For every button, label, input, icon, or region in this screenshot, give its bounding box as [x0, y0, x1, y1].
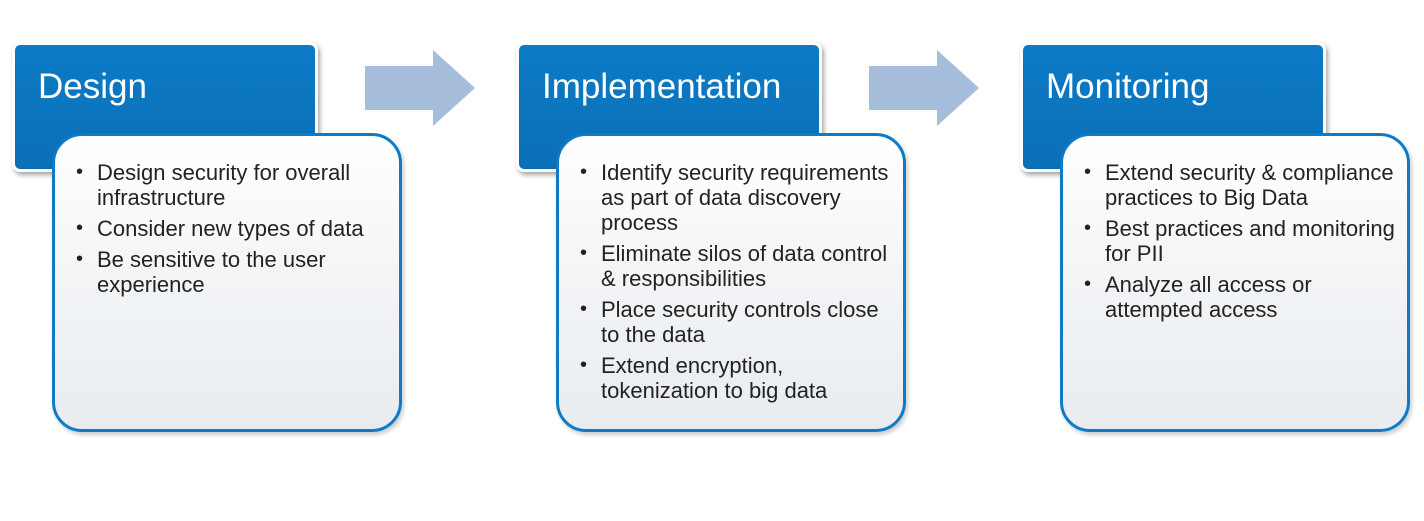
- bullet-text: Be sensitive to the user experience: [97, 247, 326, 297]
- bullet-list: • Identify security requirements as part…: [579, 160, 901, 409]
- right-arrow-icon: [365, 50, 475, 126]
- stage-design: Design • Design security for overall inf…: [12, 0, 412, 440]
- bullet-item: • Analyze all access or attempted access: [1083, 272, 1405, 322]
- stage-content-box: • Identify security requirements as part…: [556, 133, 906, 432]
- stage-content-box: • Extend security & compliance practices…: [1060, 133, 1410, 432]
- stage-title: Implementation: [542, 67, 782, 106]
- stage-content-box: • Design security for overall infrastruc…: [52, 133, 402, 432]
- stage-implementation: Implementation • Identify security requi…: [516, 0, 916, 440]
- bullet-dot-icon: •: [580, 161, 588, 183]
- bullet-item: • Consider new types of data: [75, 216, 397, 241]
- stage-title: Monitoring: [1046, 67, 1210, 106]
- bullet-item: • Design security for overall infrastruc…: [75, 160, 397, 210]
- bullet-dot-icon: •: [1084, 161, 1092, 183]
- right-arrow-icon: [869, 50, 979, 126]
- bullet-text: Extend encryption, tokenization to big d…: [601, 353, 828, 403]
- bullet-item: • Eliminate silos of data control & resp…: [579, 241, 901, 291]
- bullet-text: Consider new types of data: [97, 216, 364, 241]
- bullet-text: Design security for overall infrastructu…: [97, 160, 351, 210]
- bullet-text: Analyze all access or attempted access: [1105, 272, 1312, 322]
- bullet-dot-icon: •: [76, 217, 84, 239]
- bullet-item: • Identify security requirements as part…: [579, 160, 901, 235]
- bullet-text: Identify security requirements as part o…: [601, 160, 889, 235]
- bullet-item: • Best practices and monitoring for PII: [1083, 216, 1405, 266]
- bullet-item: • Be sensitive to the user experience: [75, 247, 397, 297]
- bullet-item: • Extend encryption, tokenization to big…: [579, 353, 901, 403]
- bullet-text: Eliminate silos of data control & respon…: [601, 241, 888, 291]
- bullet-text: Extend security & compliance practices t…: [1105, 160, 1394, 210]
- stage-monitoring: Monitoring • Extend security & complianc…: [1020, 0, 1420, 440]
- bullet-dot-icon: •: [76, 161, 84, 183]
- bullet-dot-icon: •: [580, 298, 588, 320]
- bullet-list: • Design security for overall infrastruc…: [75, 160, 397, 303]
- stage-title: Design: [38, 67, 147, 106]
- bullet-text: Best practices and monitoring for PII: [1105, 216, 1395, 266]
- bullet-dot-icon: •: [76, 248, 84, 270]
- bullet-dot-icon: •: [580, 242, 588, 264]
- bullet-dot-icon: •: [1084, 273, 1092, 295]
- bullet-dot-icon: •: [1084, 217, 1092, 239]
- bullet-text: Place security controls close to the dat…: [601, 297, 879, 347]
- bullet-item: • Extend security & compliance practices…: [1083, 160, 1405, 210]
- bullet-list: • Extend security & compliance practices…: [1083, 160, 1405, 328]
- bullet-item: • Place security controls close to the d…: [579, 297, 901, 347]
- bullet-dot-icon: •: [580, 354, 588, 376]
